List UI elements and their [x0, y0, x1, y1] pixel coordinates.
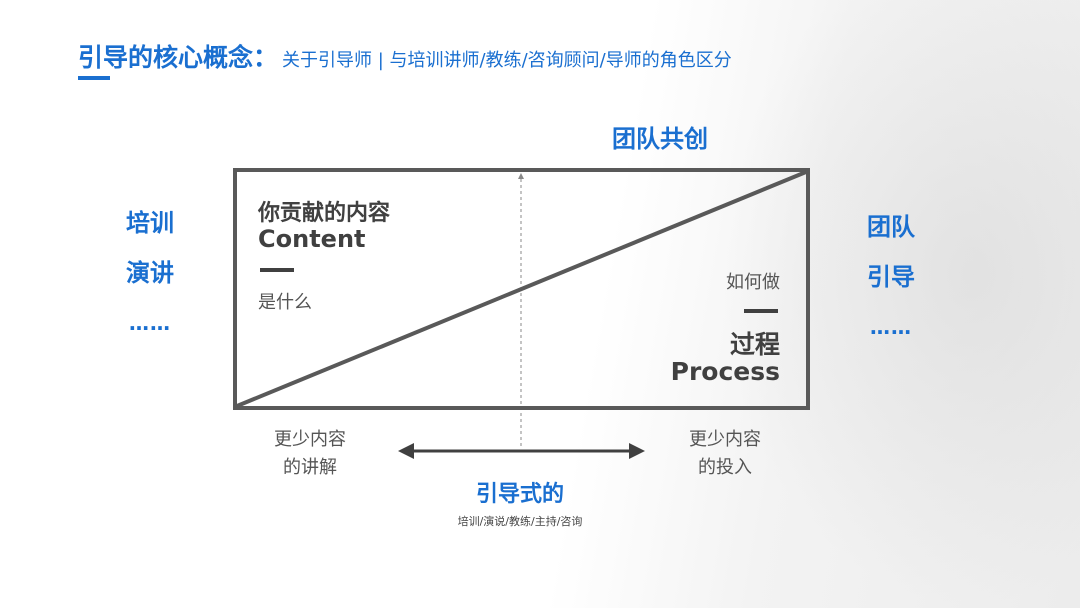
less-content-input: 更少内容 的投入: [665, 426, 785, 482]
content-dash: [260, 268, 294, 272]
content-title: 你贡献的内容: [258, 195, 390, 227]
bottom-left-line2: 的讲解: [250, 454, 370, 482]
content-title-en: Content: [258, 225, 366, 253]
process-title: 过程: [660, 325, 780, 361]
bottom-left-line1: 更少内容: [250, 426, 370, 454]
facilitative-title: 引导式的: [420, 476, 620, 508]
double-arrow-right-head: [629, 443, 645, 459]
process-question: 如何做: [680, 268, 780, 294]
bottom-right-line1: 更少内容: [665, 426, 785, 454]
process-title-en: Process: [640, 357, 780, 386]
bottom-right-line2: 的投入: [665, 454, 785, 482]
facilitative-subtitle: 培训/演说/教练/主持/咨询: [400, 513, 640, 529]
less-content-explanation: 更少内容 的讲解: [250, 426, 370, 482]
double-arrow-left-head: [398, 443, 414, 459]
content-subtitle: 是什么: [258, 288, 312, 314]
process-dash: [744, 309, 778, 313]
